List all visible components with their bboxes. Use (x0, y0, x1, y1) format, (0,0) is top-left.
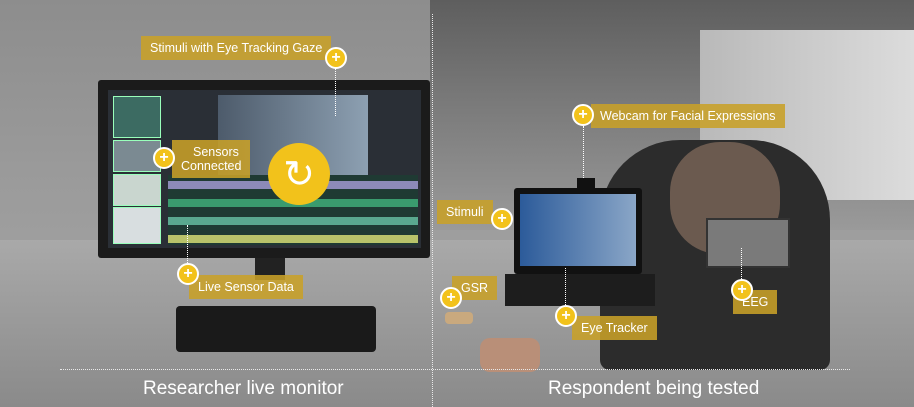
laptop-screen (520, 194, 636, 266)
sensor-pane (113, 174, 161, 206)
respondent-hand (480, 338, 540, 372)
monitor-stand (255, 258, 285, 280)
callout-sensors-line1: Sensors (193, 145, 239, 159)
caption-divider (60, 369, 850, 370)
plus-icon[interactable]: + (731, 279, 753, 301)
keyboard (176, 306, 376, 352)
caption-researcher: Researcher live monitor (143, 378, 344, 399)
eye-tracker-pane (113, 96, 161, 138)
callout-line (335, 68, 336, 116)
callout-line (583, 126, 584, 178)
plus-icon[interactable]: + (572, 104, 594, 126)
sync-icon: ↻ (268, 143, 330, 205)
callout-sensors-connected: Sensors Connected (172, 140, 251, 178)
callout-stimuli: Stimuli (437, 200, 493, 224)
plus-icon[interactable]: + (153, 147, 175, 169)
plus-icon[interactable]: + (177, 263, 199, 285)
plus-icon[interactable]: + (440, 287, 462, 309)
sensor-pane-2 (113, 207, 161, 244)
callout-line (565, 268, 566, 305)
callout-sensors-line2: Connected (181, 159, 242, 173)
graph-wave (168, 217, 418, 225)
eeg-headset (706, 218, 790, 268)
section-divider (432, 14, 433, 407)
graph-wave (168, 235, 418, 243)
gsr-sensor (445, 312, 473, 324)
plus-icon[interactable]: + (555, 305, 577, 327)
laptop-base (505, 274, 655, 306)
plus-icon[interactable]: + (325, 47, 347, 69)
caption-respondent: Respondent being tested (548, 378, 760, 399)
callout-line (187, 225, 188, 263)
callout-stimuli-eye-tracking: Stimuli with Eye Tracking Gaze (141, 36, 332, 60)
callout-live-sensor-data: Live Sensor Data (189, 275, 303, 299)
callout-webcam: Webcam for Facial Expressions (591, 104, 785, 128)
callout-eye-tracker: Eye Tracker (572, 316, 657, 340)
webcam (577, 178, 595, 188)
plus-icon[interactable]: + (491, 208, 513, 230)
callout-line (741, 248, 742, 279)
